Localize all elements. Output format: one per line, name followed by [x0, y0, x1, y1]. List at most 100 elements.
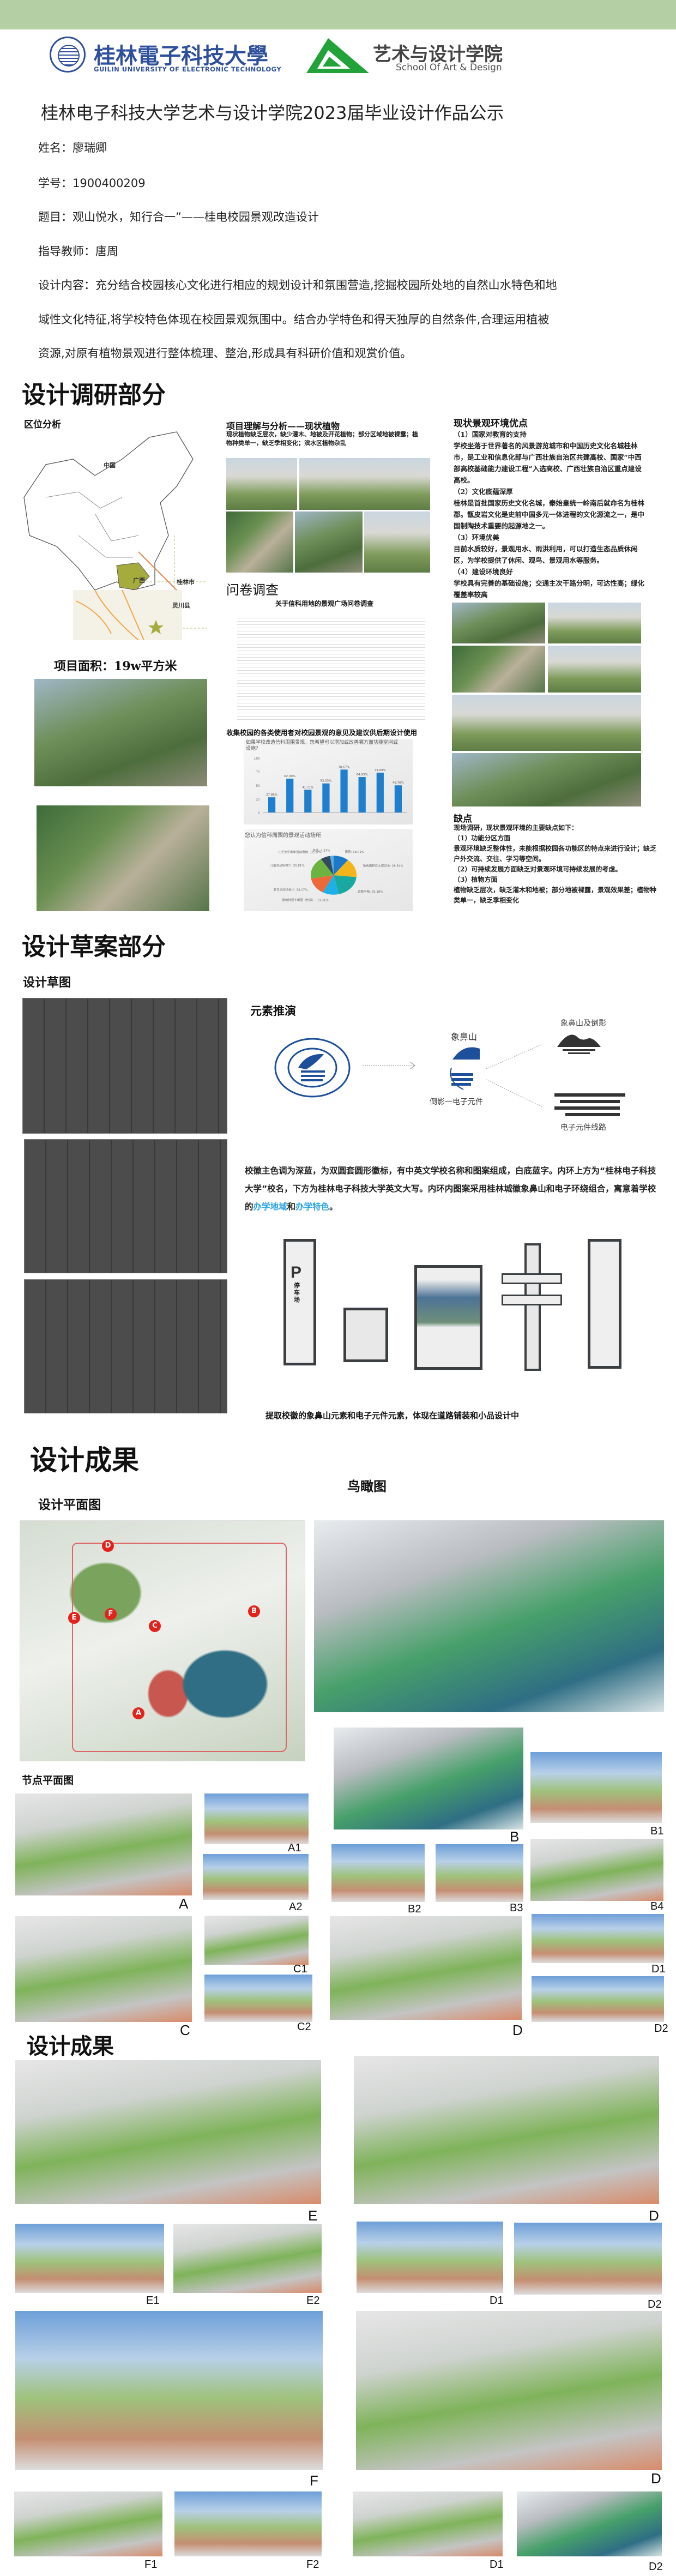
weakness-heading: （1）功能分区方面	[454, 834, 511, 842]
bar-value-label: 62.09%	[284, 775, 295, 778]
node-c1-image	[204, 1916, 309, 1965]
pie-label: 场地特质不明显（色彩）: 19.31%	[282, 898, 328, 902]
questionnaire-title: 关于信科用地的景观广场问卷调查	[275, 600, 374, 607]
node-b4-label: B4	[650, 1900, 664, 1912]
bar-value-label: 53.33%	[320, 780, 331, 783]
render-d	[354, 2056, 659, 2204]
map-board-sign	[414, 1265, 482, 1370]
element-title: 元素推演	[250, 1004, 296, 1018]
bar-y-tick: 75	[256, 771, 260, 774]
advantage-body: 学校坐落于世界著名的风景游览城市和中国历史文化名城桂林市，是工业和信息化部与广西…	[454, 442, 642, 484]
advantage-body: 桂林是首批国家历史文化名城，秦始皇统一岭南后就命名为桂林郡。甑皮岩文化是史前中国…	[454, 499, 645, 530]
render-d2-plaza-label: D2	[649, 2561, 663, 2573]
bar-y-tick: 0	[258, 811, 260, 815]
research-heading: 设计调研部分	[22, 381, 166, 409]
campus-photo-2	[548, 603, 641, 643]
pie-label: 满意: 18.01%	[345, 850, 365, 854]
node-d-image	[330, 1916, 522, 2020]
render-d1	[357, 2222, 503, 2293]
node-b1-image	[530, 1752, 662, 1823]
school-name-cn: 艺术与设计学院	[373, 44, 503, 65]
node-b1-label: B1	[650, 1825, 664, 1837]
emblem-text-and: 和	[287, 1202, 296, 1212]
bar-value-label: 41.71%	[302, 786, 313, 789]
project-area: 项目面积：19w平方米	[54, 659, 177, 673]
design-content-line-3: 资源,对原有植物景观进行整体梳理、整治,形成具有科研价值和观赏价值。	[38, 347, 412, 360]
node-d1-image	[532, 1914, 664, 1963]
design-content-line-1: 设计内容：充分结合校园核心文化进行相应的规划设计和氛围营造,挖掘校园所处地的自然…	[38, 279, 557, 292]
campus-photo-5	[452, 695, 641, 751]
results-heading-2: 设计成果	[27, 2034, 114, 2059]
advantages-title: 现状景观环境优点	[454, 418, 528, 429]
page-title: 桂林电子科技大学艺术与设计学院2023届毕业设计作品公示	[41, 103, 504, 123]
node-c2-label: C2	[297, 2021, 311, 2033]
plan-marker-c[interactable]: C	[149, 1620, 161, 1632]
student-name: 姓名：廖瑞卿	[38, 141, 107, 154]
site-plan: D B C E F A	[20, 1520, 305, 1761]
aerial-title: 鸟瞰图	[347, 1479, 387, 1494]
site-boundary	[72, 1543, 287, 1752]
bar-y-tick: 100	[254, 757, 261, 761]
weakness-body: 植物缺乏层次，缺乏灌木和地被；部分地被裸露，景观效果差；植物种类单一，缺乏季相变…	[454, 886, 657, 904]
plant-photo-2	[299, 458, 430, 510]
signs-caption: 提取校徽的象鼻山元素和电子元件元素，体现在道路铺装和小品设计中	[265, 1411, 520, 1421]
plan-marker-b[interactable]: B	[248, 1605, 260, 1617]
render-e2	[173, 2224, 322, 2293]
elephant-hill-label: 象鼻山	[451, 1032, 478, 1042]
hill-reflection-icon	[557, 1034, 601, 1054]
small-sign	[343, 1308, 388, 1362]
plan-marker-f[interactable]: F	[105, 1608, 117, 1620]
plants-title: 项目理解与分析——现状植物	[226, 421, 340, 431]
design-content-line-2: 域性文化特征,将学校特色体现在校园景观氛围中。结合办学特色和得天独厚的自然条件,…	[38, 313, 550, 326]
node-c-image	[15, 1916, 192, 2022]
render-f2-label: F2	[306, 2559, 319, 2571]
plan-marker-a[interactable]: A	[132, 1707, 144, 1719]
node-b-label: B	[510, 1828, 520, 1845]
pie-slice	[330, 856, 334, 875]
advantages-list: （1）国家对教育的支持 学校坐落于世界著名的风景游览城市和中国历史文化名城桂林市…	[454, 429, 644, 600]
pie-slice	[311, 859, 334, 879]
bar-chart-title: 如果学校改造信科周围景观，您希望可以增加或改善哪方面功能空间或设施?	[246, 740, 399, 751]
plan-marker-d[interactable]: D	[102, 1540, 114, 1552]
elephant-hill-icon	[450, 1047, 480, 1090]
plan-marker-e[interactable]: E	[68, 1612, 80, 1624]
advantage-heading: （1）国家对教育的支持	[454, 430, 527, 438]
pie-chart: 您认为信科周围的景观活动场所 满意: 18.01%场地面积过大或过小: 26.5…	[244, 829, 413, 911]
survey-title: 问卷调查	[226, 582, 279, 598]
school-logo-icon	[306, 38, 369, 73]
bar	[322, 783, 330, 812]
weakness-heading: （2）可持续发展方面缺乏对景观环境可持续发展的考虑。	[454, 865, 622, 873]
location-map	[23, 431, 207, 640]
map-label-china: 中国	[104, 462, 116, 469]
node-c1-label: C1	[293, 1963, 307, 1975]
aerial-render	[314, 1520, 664, 1712]
pie-label: 儿童活动场地少: 30.81%	[270, 863, 305, 868]
bar-y-tick: 25	[256, 798, 260, 802]
sketch-2	[24, 1139, 227, 1273]
bar	[286, 778, 294, 812]
campus-photo-3	[452, 646, 545, 693]
node-b4-image	[530, 1839, 663, 1901]
render-d-street-label: D	[651, 2470, 661, 2487]
render-f2	[174, 2491, 322, 2556]
node-b-image	[334, 1728, 523, 1829]
advantage-heading: （3）环境优美	[454, 533, 499, 541]
node-b3-label: B3	[510, 1902, 523, 1914]
node-b2-label: B2	[408, 1903, 421, 1915]
direction-sign-arm	[502, 1295, 562, 1305]
render-f	[15, 2311, 323, 2470]
node-d1-label: D1	[651, 1963, 666, 1975]
branch-arrows-icon	[486, 1044, 543, 1108]
university-name-cn: 桂林電子科技大學	[94, 43, 268, 69]
plants-text: 现状植物缺乏层次，缺少灌木、地被及开花植物；部分区域地被裸露；植物种类单一，缺乏…	[226, 431, 418, 447]
weakness-body: 景观环境缺乏整体性，未能根据校园各功能区的特点来进行设计；缺乏户外交流、交往、学…	[454, 845, 657, 863]
bar-value-label: 27.86%	[266, 793, 277, 797]
node-a-label: A	[179, 1895, 189, 1912]
project-topic: 题目：观山悦水，知行合一”——桂电校园景观改造设计	[38, 210, 319, 224]
weakness-heading: （3）植物方面	[454, 876, 498, 883]
node-a2-label: A2	[289, 1901, 303, 1913]
render-e2-label: E2	[306, 2295, 320, 2307]
advantage-body: 学校具有完善的基础设施；交通主次干路分明，可达性高；绿化覆盖率较高	[454, 579, 645, 599]
reflection-label: 倒影一电子元件	[430, 1098, 483, 1106]
draft-heading: 设计草案部分	[22, 933, 166, 961]
